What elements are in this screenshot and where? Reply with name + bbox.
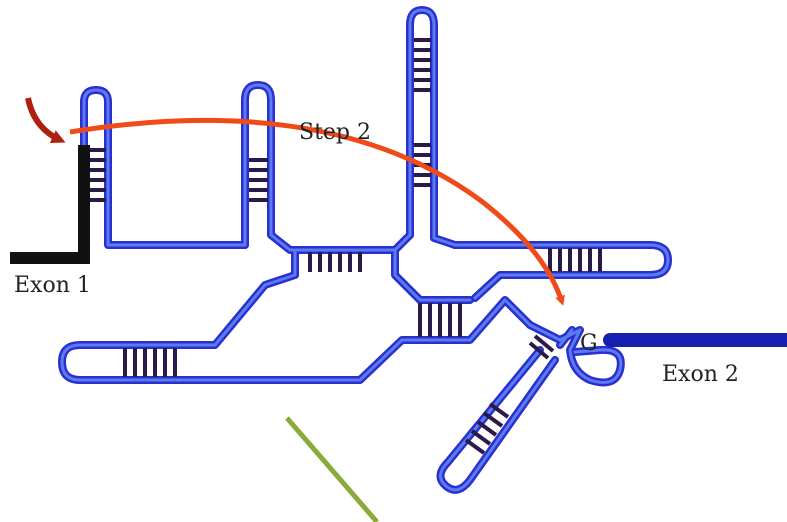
curved-arrow-icon [25, 97, 66, 143]
exon-1-strand [10, 145, 90, 264]
long-curved-arrow-icon [69, 117, 565, 306]
base-pair-rungs [88, 38, 602, 455]
step-2-label: Step 2 [299, 120, 371, 145]
exon-2-label: Exon 2 [662, 362, 739, 387]
rna-backbone-inner [60, 8, 670, 492]
g-nucleotide-label: G [580, 331, 598, 356]
exon-1-label: Exon 1 [14, 273, 91, 298]
pointer-line [285, 416, 379, 522]
